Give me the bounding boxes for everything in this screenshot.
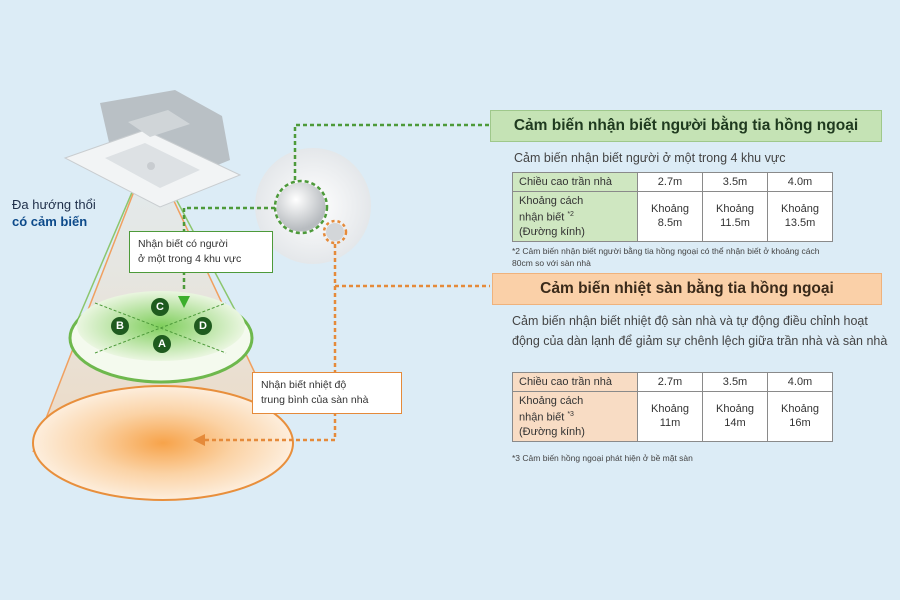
floor-callout-line1: Nhận biết nhiệt độ [261,379,347,391]
table-row: Khoảng cách nhận biết *2 (Đường kính) Kh… [512,191,833,242]
zone-d-marker: D [194,317,212,335]
label-line3: (Đường kính) [519,225,585,238]
footnote-line2: 80cm so với sàn nhà [512,258,591,268]
cell-word: Khoảng [781,203,819,216]
left-label-line2: có cảm biến [12,214,88,229]
person-sensor-footnote: *2 Cảm biến nhận biết người bằng tia hồn… [512,245,819,269]
person-callout-line1: Nhận biết có người [138,238,228,250]
row-label-ceiling-height: Chiều cao trần nhà [512,172,638,192]
cell-word: Khoảng [716,203,754,216]
green-connector [182,123,490,290]
cell-value: 16m [789,417,811,430]
cell-value: 13.5m [784,217,816,230]
label-line1: Khoảng cách [519,195,584,207]
cell-word: Khoảng [651,203,689,216]
person-callout-line2: ở một trong 4 khu vực [138,253,242,265]
row-label-detection-distance: Khoảng cách nhận biết *3 (Đường kính) [512,391,638,442]
person-detection-cone [68,149,254,384]
person-sensor-description: Cảm biến nhận biết người ở một trong 4 k… [514,151,786,165]
row-label-detection-distance: Khoảng cách nhận biết *2 (Đường kính) [512,191,638,242]
label-text: nhận biết [519,211,565,224]
label-line1: Khoảng cách [519,395,584,407]
height-cell: 4.0m [767,172,833,192]
table-row: Chiều cao trần nhà 2.7m 3.5m 4.0m [512,372,833,392]
label-line3: (Đường kính) [519,425,585,438]
left-label-line1: Đa hướng thổi [12,197,96,212]
cell-value: 11.5m [720,217,750,230]
zone-a-marker: A [153,335,171,353]
height-cell: 3.5m [702,372,768,392]
footnote-ref: *2 [567,211,574,218]
height-cell: 2.7m [637,172,703,192]
floor-callout-line2: trung bình của sàn nhà [261,394,369,406]
cell-value: 14m [724,417,746,430]
cell-value: 8.5m [657,217,683,230]
floor-sensor-footnote: *3 Cảm biến hồng ngoại phát hiện ở bề mặ… [512,453,693,463]
floor-sensor-description: Cảm biến nhận biết nhiệt độ sàn nhà và t… [512,311,887,351]
height-cell: 4.0m [767,372,833,392]
floor-sensor-table: Chiều cao trần nhà 2.7m 3.5m 4.0m Khoảng… [512,372,833,442]
height-cell: 2.7m [637,372,703,392]
label-line2: nhận biết *3 [519,408,633,425]
left-label: Đa hướng thổi có cảm biến [12,196,96,230]
zone-c-marker: C [151,298,169,316]
table-row: Khoảng cách nhận biết *3 (Đường kính) Kh… [512,391,833,442]
person-sensor-title: Cảm biến nhận biết người bằng tia hồng n… [490,110,882,142]
ceiling-cassette-unit [63,90,242,208]
label-text: nhận biết [519,411,565,424]
orange-connector [193,244,490,446]
footnote-ref: *3 [567,411,574,418]
zone-b-marker: B [111,317,129,335]
cell-word: Khoảng [781,403,819,416]
person-sensor-table: Chiều cao trần nhà 2.7m 3.5m 4.0m Khoảng… [512,172,833,242]
person-detection-callout: Nhận biết có người ở một trong 4 khu vực [129,231,273,273]
sensor-closeup [255,148,371,264]
row-label-ceiling-height: Chiều cao trần nhà [512,372,638,392]
footnote-line1: *2 Cảm biến nhận biết người bằng tia hồn… [512,246,820,256]
description-line2: động của dàn lạnh để giảm sự chênh lệch … [512,334,888,348]
description-line1: Cảm biến nhận biết nhiệt độ sàn nhà và t… [512,314,868,328]
label-line2: nhận biết *2 [519,208,633,225]
floor-sensor-title: Cảm biến nhiệt sàn bằng tia hồng ngoại [492,273,882,305]
floor-detection-callout: Nhận biết nhiệt độ trung bình của sàn nh… [252,372,402,414]
cell-value: 11m [659,417,681,430]
table-row: Chiều cao trần nhà 2.7m 3.5m 4.0m [512,172,833,192]
cell-word: Khoảng [651,403,689,416]
cell-word: Khoảng [716,403,754,416]
height-cell: 3.5m [702,172,768,192]
